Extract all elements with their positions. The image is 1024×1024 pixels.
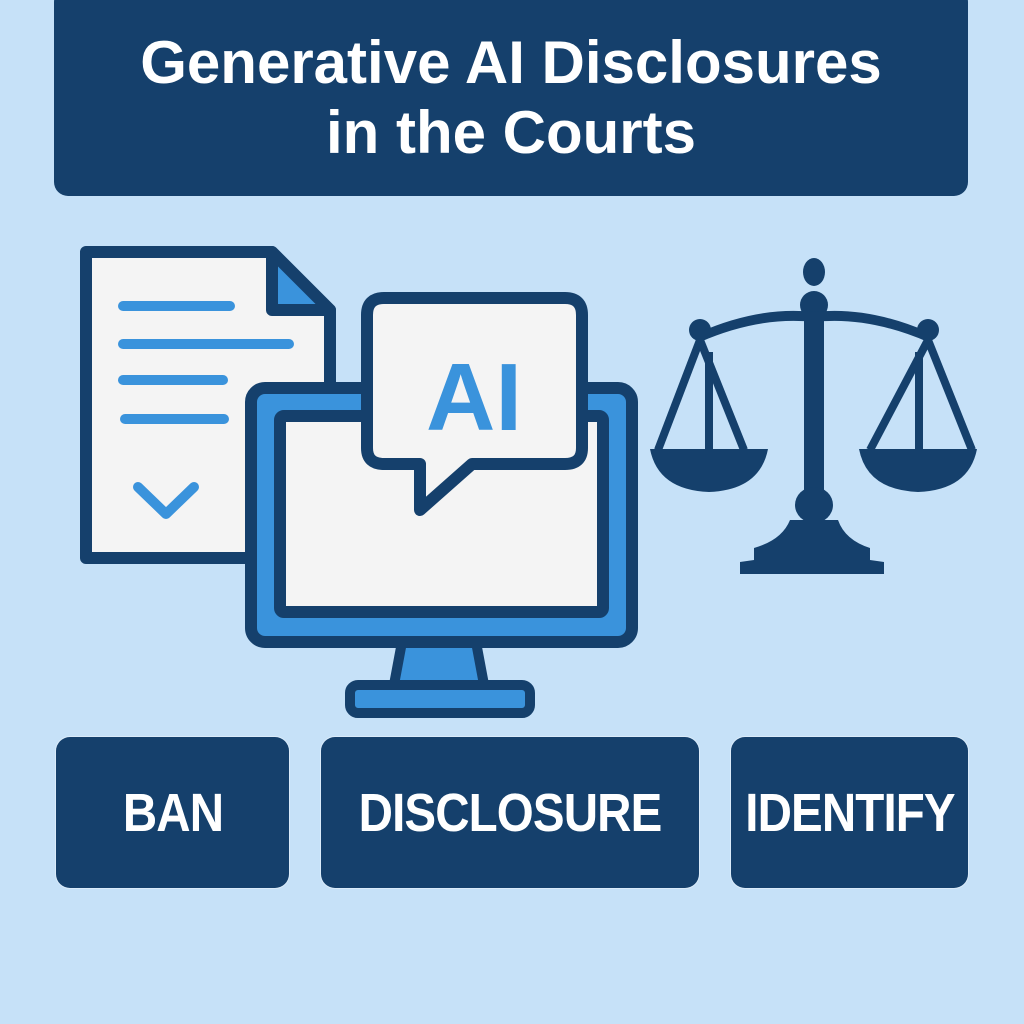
ai-label: AI (426, 344, 522, 451)
category-ban-label: BAN (122, 782, 223, 843)
category-disclosure-button[interactable]: DISCLOSURE (321, 737, 699, 888)
category-identify-button[interactable]: IDENTIFY (731, 737, 968, 888)
category-disclosure-label: DISCLOSURE (358, 782, 663, 843)
title-line-2: in the Courts (326, 99, 696, 166)
category-ban-button[interactable]: BAN (56, 737, 289, 888)
category-identify-label: IDENTIFY (744, 782, 955, 843)
title-banner: Generative AI Disclosures in the Courts (54, 0, 968, 196)
ai-speech-bubble-icon (361, 292, 588, 516)
title-line-1: Generative AI Disclosures (140, 29, 882, 96)
scales-of-justice-icon (650, 258, 977, 574)
